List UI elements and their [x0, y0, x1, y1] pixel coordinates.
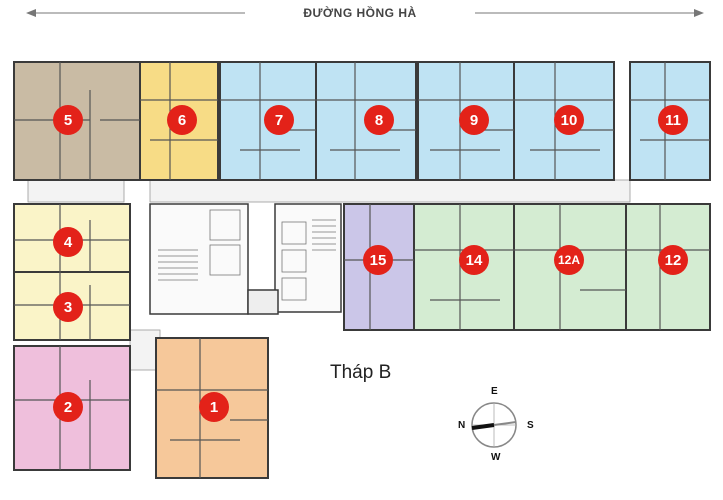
street-line — [26, 9, 704, 17]
stairs — [158, 209, 336, 301]
unit-badge-12[interactable]: 12 — [658, 245, 688, 275]
unit-badge-3[interactable]: 3 — [53, 292, 83, 322]
tower-name: Tháp B — [330, 362, 392, 383]
unit-badge-4[interactable]: 4 — [53, 227, 83, 257]
compass-west-label: W — [491, 452, 501, 463]
street-name: ĐƯỜNG HỒNG HÀ — [303, 6, 417, 20]
unit-badge-6[interactable]: 6 — [167, 105, 197, 135]
unit-badge-2[interactable]: 2 — [53, 392, 83, 422]
unit-blocks — [13, 61, 711, 479]
compass-east-label: E — [491, 386, 498, 397]
unit-badge-5[interactable]: 5 — [53, 105, 83, 135]
unit-badge-12a[interactable]: 12A — [554, 245, 584, 275]
unit-badge-11[interactable]: 11 — [658, 105, 688, 135]
compass-rose — [471, 402, 517, 448]
compass-north-label: N — [458, 420, 466, 431]
unit-badge-14[interactable]: 14 — [459, 245, 489, 275]
unit-badge-1[interactable]: 1 — [199, 392, 229, 422]
unit-badge-10[interactable]: 10 — [554, 105, 584, 135]
unit-badge-7[interactable]: 7 — [264, 105, 294, 135]
central-core — [149, 203, 342, 315]
unit-badge-8[interactable]: 8 — [364, 105, 394, 135]
unit-badge-9[interactable]: 9 — [459, 105, 489, 135]
compass-south-label: S — [527, 420, 534, 431]
unit-badge-15[interactable]: 15 — [363, 245, 393, 275]
